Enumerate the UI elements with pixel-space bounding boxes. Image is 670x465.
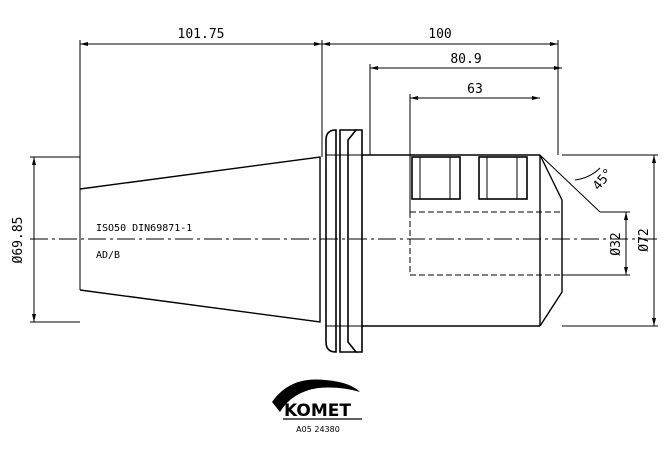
dim-dia-69-85: Ø69.85	[11, 217, 26, 264]
chamfer-angle-arc	[574, 167, 601, 181]
flange	[325, 129, 363, 353]
logo-brand-text: KOMET	[284, 401, 351, 421]
komet-logo: KOMET	[272, 379, 362, 421]
tool-body	[362, 154, 601, 327]
dim-80-9: 80.9	[450, 52, 481, 67]
taper-shank	[79, 156, 321, 323]
logo-swoosh	[272, 379, 360, 412]
dim-63: 63	[467, 82, 483, 97]
dimension-lines	[30, 40, 658, 327]
drive-slots	[411, 156, 528, 200]
note-form: AD/B	[96, 250, 120, 261]
note-standard: ISO50 DIN69871-1	[96, 223, 192, 234]
dim-angle-45: 45°	[590, 166, 617, 194]
bore-hidden-lines	[409, 211, 562, 276]
dim-100: 100	[428, 27, 451, 42]
dim-101-75: 101.75	[178, 27, 225, 42]
part-number: A05 24380	[296, 425, 340, 434]
dim-dia-72: Ø72	[637, 228, 652, 251]
arrow-heads	[32, 42, 656, 326]
dim-dia-32: Ø32	[609, 232, 624, 255]
